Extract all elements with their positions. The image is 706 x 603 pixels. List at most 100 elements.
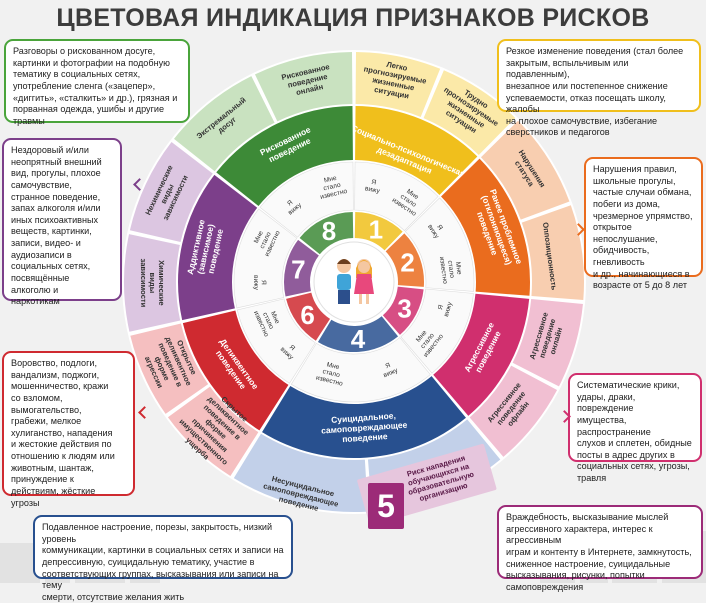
box-line: Подавленное настроение, порезы, закрытос… xyxy=(42,522,273,544)
box-line: на плохое самочувствие, избегание xyxy=(506,115,658,126)
girl-face xyxy=(358,261,370,273)
inner-label-line: Мне xyxy=(253,230,265,245)
number-wedge xyxy=(382,286,424,335)
box-line: наркотикам xyxy=(11,296,60,307)
box-line: действиям, жёсткие xyxy=(11,485,96,496)
box-line: возрасте от 5 до 8 лет xyxy=(593,280,687,291)
box-line: соответствующих группах, высказывания ил… xyxy=(42,568,279,591)
box-line: аудиозаписи в xyxy=(11,249,72,260)
outer-sector xyxy=(521,205,584,301)
box-line: принуждение к xyxy=(11,474,74,485)
box-line: слухов и сплетен, обидные xyxy=(577,438,692,449)
box-line: внезапное или постепенное снижение xyxy=(506,80,668,91)
inner-label-line: стало xyxy=(322,368,341,379)
inner-sector xyxy=(354,161,439,232)
box-suicidal: Подавленное настроение, порезы, закрытос… xyxy=(33,515,293,602)
box-line: самочувствие, xyxy=(11,179,72,190)
box-line: Нездоровый и/или xyxy=(11,145,89,155)
box-line: неопрятный внешний xyxy=(11,156,102,167)
middle-sector xyxy=(433,293,530,416)
outer-sector xyxy=(355,52,441,117)
box-line: угрозы xyxy=(11,497,40,508)
box-line: травля xyxy=(577,473,607,483)
middle-label-line: поведение xyxy=(342,431,388,444)
box-line: записи, видео- и xyxy=(11,238,81,248)
inner-label: Явижу xyxy=(436,299,454,318)
box-line: употребление сленга («зацепер», xyxy=(13,80,156,91)
inner-label-line: Мне xyxy=(454,261,463,275)
center-circle xyxy=(313,241,395,323)
girl-leg xyxy=(366,294,369,304)
middle-sector xyxy=(355,106,478,195)
box-line: со взломом, xyxy=(11,392,63,403)
box-line: Враждебность, высказывание мыслей xyxy=(506,512,669,522)
inner-sector xyxy=(400,288,474,374)
number-wedge xyxy=(385,233,425,287)
box-line: странное поведение, xyxy=(11,191,101,202)
middle-sector xyxy=(262,376,466,459)
inner-label-line: Мне xyxy=(269,310,281,325)
segment-number: 4 xyxy=(351,324,366,354)
box-line: вандализм, поджоги, xyxy=(11,369,100,380)
box-line: открытое непослушание, xyxy=(593,222,658,244)
inner-label-line: Я xyxy=(288,344,296,353)
box-line: иных психоактивных xyxy=(11,214,99,225)
inner-label: Мнесталоизвестно xyxy=(438,254,464,284)
middle-sector xyxy=(177,174,258,321)
box-line: тематику в социальных сетях, xyxy=(13,69,141,80)
box-line: посты в адрес других в xyxy=(577,449,675,460)
outer-sector xyxy=(512,299,583,387)
segment-number: 6 xyxy=(300,300,314,330)
middle-label-line: Суицидальное, xyxy=(331,410,396,424)
box-line: порванная одежда, ушибы и другие xyxy=(13,104,165,115)
segment-5-number: 5 xyxy=(368,483,404,529)
middle-sector xyxy=(216,106,353,207)
inner-label: Мнесталоизвестно xyxy=(410,323,445,359)
box-line: картинки и фотографии на подобную xyxy=(13,57,170,68)
number-wedge xyxy=(284,239,319,297)
box-line: веществ, картинки, xyxy=(11,226,92,237)
inner-label: Явижу xyxy=(364,178,382,195)
box-line: побеги из дома, xyxy=(593,198,661,209)
inner-label-line: Я xyxy=(371,179,377,187)
box-line: и др., начинающиеся в xyxy=(593,268,690,279)
inner-label-line: вижу xyxy=(252,275,259,291)
box-line: высказывания, рисунки, попытки xyxy=(506,570,645,581)
box-line: «диггить», «сталкить» и др.), грязная и xyxy=(13,92,178,103)
middle-sector xyxy=(182,310,289,431)
girl-dress xyxy=(354,274,374,294)
number-wedge xyxy=(299,212,354,255)
inner-label-line: Я xyxy=(260,280,267,285)
box-line: удары, драки, повреждение xyxy=(577,391,636,414)
outer-label-line: Легко xyxy=(386,60,409,73)
outer-sector xyxy=(233,433,369,512)
inner-sector xyxy=(236,298,316,384)
box-line: играм и контенту в Интернете, замкнутост… xyxy=(506,546,692,557)
inner-label-line: вижу xyxy=(364,185,381,195)
inner-label-line: Я xyxy=(437,304,445,311)
box-line: Разговоры о рискованном досуге, xyxy=(13,46,156,56)
box-line: Систематические крики, xyxy=(577,380,680,390)
box-line: вид, прогулы, плохое xyxy=(11,168,101,179)
risk-wheel: 1Социально-психологическаядезадаптацияЛе… xyxy=(122,50,586,514)
outer-sector xyxy=(124,234,181,332)
box-line: самоповреждения xyxy=(506,581,584,592)
box-line: Резкое изменение поведения (стал более xyxy=(506,46,684,56)
box-line: Воровство, подлоги, xyxy=(11,358,97,368)
inner-label-line: Мне xyxy=(323,175,337,185)
box-line: отношению к людям или xyxy=(11,451,115,461)
inner-sector xyxy=(259,161,354,238)
middle-label: Суицидальное,самоповреждающееповедение xyxy=(320,410,408,446)
box-line: грабежи, мелкое xyxy=(11,416,82,427)
number-wedge xyxy=(286,292,331,341)
box-line: мошенничество, кражи xyxy=(11,381,109,392)
box-aggression: Систематические крики,удары, драки, повр… xyxy=(568,373,702,483)
box-line: Нарушения правил, xyxy=(593,164,677,174)
box-risky-behavior: Разговоры о рискованном досуге,картинки … xyxy=(4,39,190,126)
box-status-violations: Нарушения правил,школьные прогулы,частые… xyxy=(584,157,703,290)
middle-sector xyxy=(441,158,530,296)
box-line: животным, шантаж, xyxy=(11,462,94,473)
